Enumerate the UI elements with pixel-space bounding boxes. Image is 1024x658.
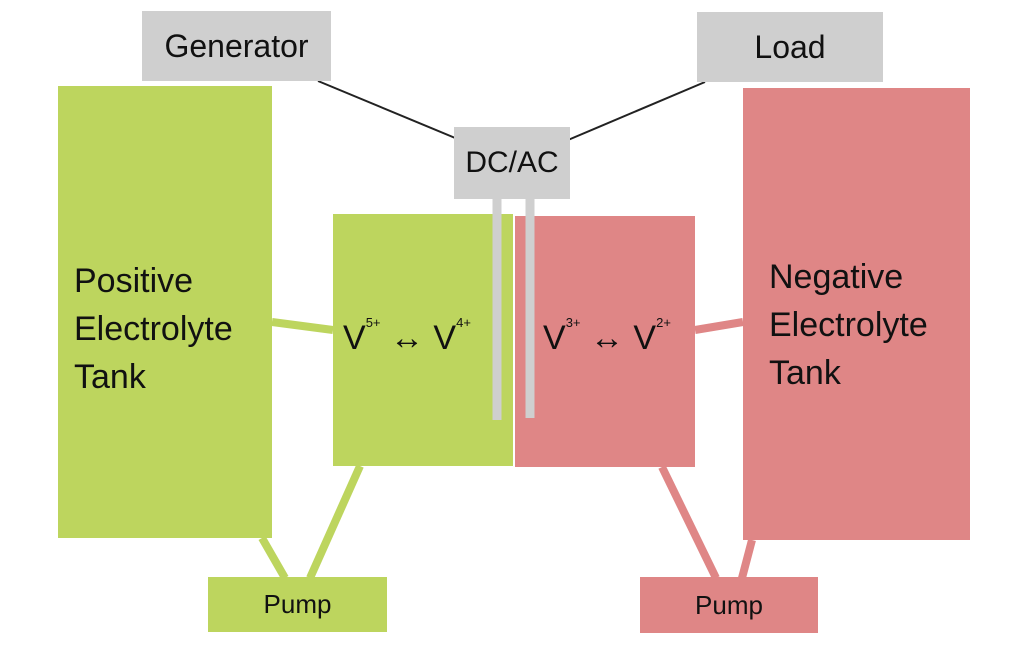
converter-label: DC/AC <box>465 146 559 179</box>
right-pump-pipe-cell <box>658 465 720 580</box>
positive-electrolyte-tank: Positive Electrolyte Tank <box>58 86 272 538</box>
load-box: Load <box>697 12 883 82</box>
right-pump-label: Pump <box>695 589 763 620</box>
positive-tank-label-line1: Positive <box>74 262 194 300</box>
positive-reaction: V5+ ↔ V4+ <box>343 315 471 357</box>
positive-tank-label-line2: Electrolyte <box>74 310 233 348</box>
negative-tank-label-line1: Negative <box>769 258 904 296</box>
negative-tank-label-line2: Electrolyte <box>769 306 928 344</box>
negative-reaction: V3+ ↔ V2+ <box>543 315 671 357</box>
dc-ac-converter: DC/AC <box>454 127 570 199</box>
negative-half-cell: V3+ ↔ V2+ <box>515 216 695 467</box>
right-pump: Pump <box>640 577 818 633</box>
right-pump-pipe-tank <box>738 538 756 580</box>
negative-electrolyte-tank: Negative Electrolyte Tank <box>743 88 970 540</box>
left-pump-pipe-cell <box>306 464 364 580</box>
left-pump-label: Pump <box>263 589 332 619</box>
positive-tank-pipe <box>271 318 334 334</box>
load-label: Load <box>754 28 826 65</box>
negative-tank-label-line3: Tank <box>769 354 841 392</box>
generator-label: Generator <box>164 27 309 64</box>
positive-half-cell: V5+ ↔ V4+ <box>333 214 513 466</box>
load-wire <box>567 81 706 141</box>
left-pump: Pump <box>208 577 387 632</box>
positive-tank-label-line3: Tank <box>74 358 146 396</box>
generator-box: Generator <box>142 11 331 81</box>
left-pump-pipe-tank <box>258 536 289 580</box>
generator-wire <box>317 80 461 141</box>
negative-tank-pipe <box>694 318 744 334</box>
